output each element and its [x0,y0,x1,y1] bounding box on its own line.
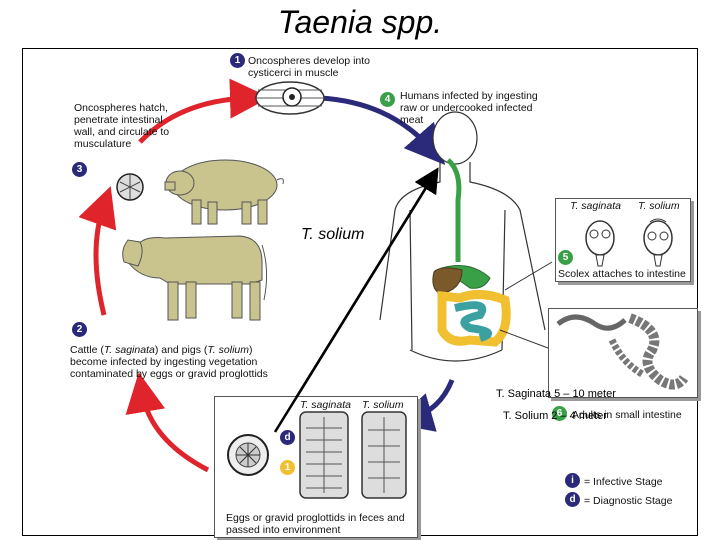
eggs-solium-caption: T. solium [362,399,404,411]
stage-6-badge: 6 [552,406,567,421]
cow-icon [122,235,268,321]
stage-1-label: Oncospheres develop into cysticerci in m… [248,55,370,79]
oncosphere-icon [116,173,144,201]
stage-4-badge: 4 [380,92,395,107]
legend-infective-badge: i [565,473,580,488]
eggs-saginata-caption: T. saginata [300,399,351,411]
eggs-diagnostic-badge: d [280,430,295,445]
stage-2-label: Cattle (T. saginata) and pigs (T. solium… [70,344,268,380]
stage-2-badge: 2 [72,322,87,337]
red-arrow-bottom-left [125,372,210,473]
size-saginata-text: T. Saginata 5 – 10 meter [496,388,616,400]
scolex-solium-caption: T. solium [638,200,680,212]
scolex-solium-icon-front [643,218,673,267]
overlay-black-arrow-front [273,167,439,433]
eggs-label: Eggs or gravid proglottids in feces and … [226,512,405,536]
stage-1-badge: 1 [230,53,245,68]
proglottid-solium-icon-front [361,411,407,499]
page-title: Taenia spp. [277,4,443,40]
egg-icon-front [227,434,269,476]
eggs-infective-badge: 1 [280,460,295,475]
stage-5-badge: 5 [558,250,573,265]
size-solium-text: T. Solium 2 – 4 meter [503,410,607,422]
legend-infective-text: = Infective Stage [584,476,663,488]
stage-3-label: Oncospheres hatch, penetrate intestinal … [74,102,170,150]
stage-5-label: Scolex attaches to intestine [558,268,686,280]
red-arrow-top-left [138,78,270,144]
human-figure [379,111,546,362]
legend-diagnostic-text: = Diagnostic Stage [584,495,673,507]
scolex-saginata-caption: T. saginata [570,200,621,212]
scolex-box [555,198,691,282]
stage-3-badge: 3 [72,162,87,177]
stage-6-label: Adults in small intestine [572,409,682,421]
stage-4-label: Humans infected by ingesting raw or unde… [400,90,538,126]
proglottid-saginata-icon-front [299,411,349,499]
legend-diagnostic-badge: d [565,492,580,507]
scolex-saginata-icon-front [585,220,615,267]
red-arrow-left [78,186,117,316]
muscle-cyst-icon [255,81,325,115]
overlay-t-solium-label: T. solium [298,226,368,244]
digestive-tract [432,158,511,347]
blue-arrow-top-right [319,95,446,166]
pig-icon [164,159,284,225]
adult-worm-icon-front [556,313,689,390]
